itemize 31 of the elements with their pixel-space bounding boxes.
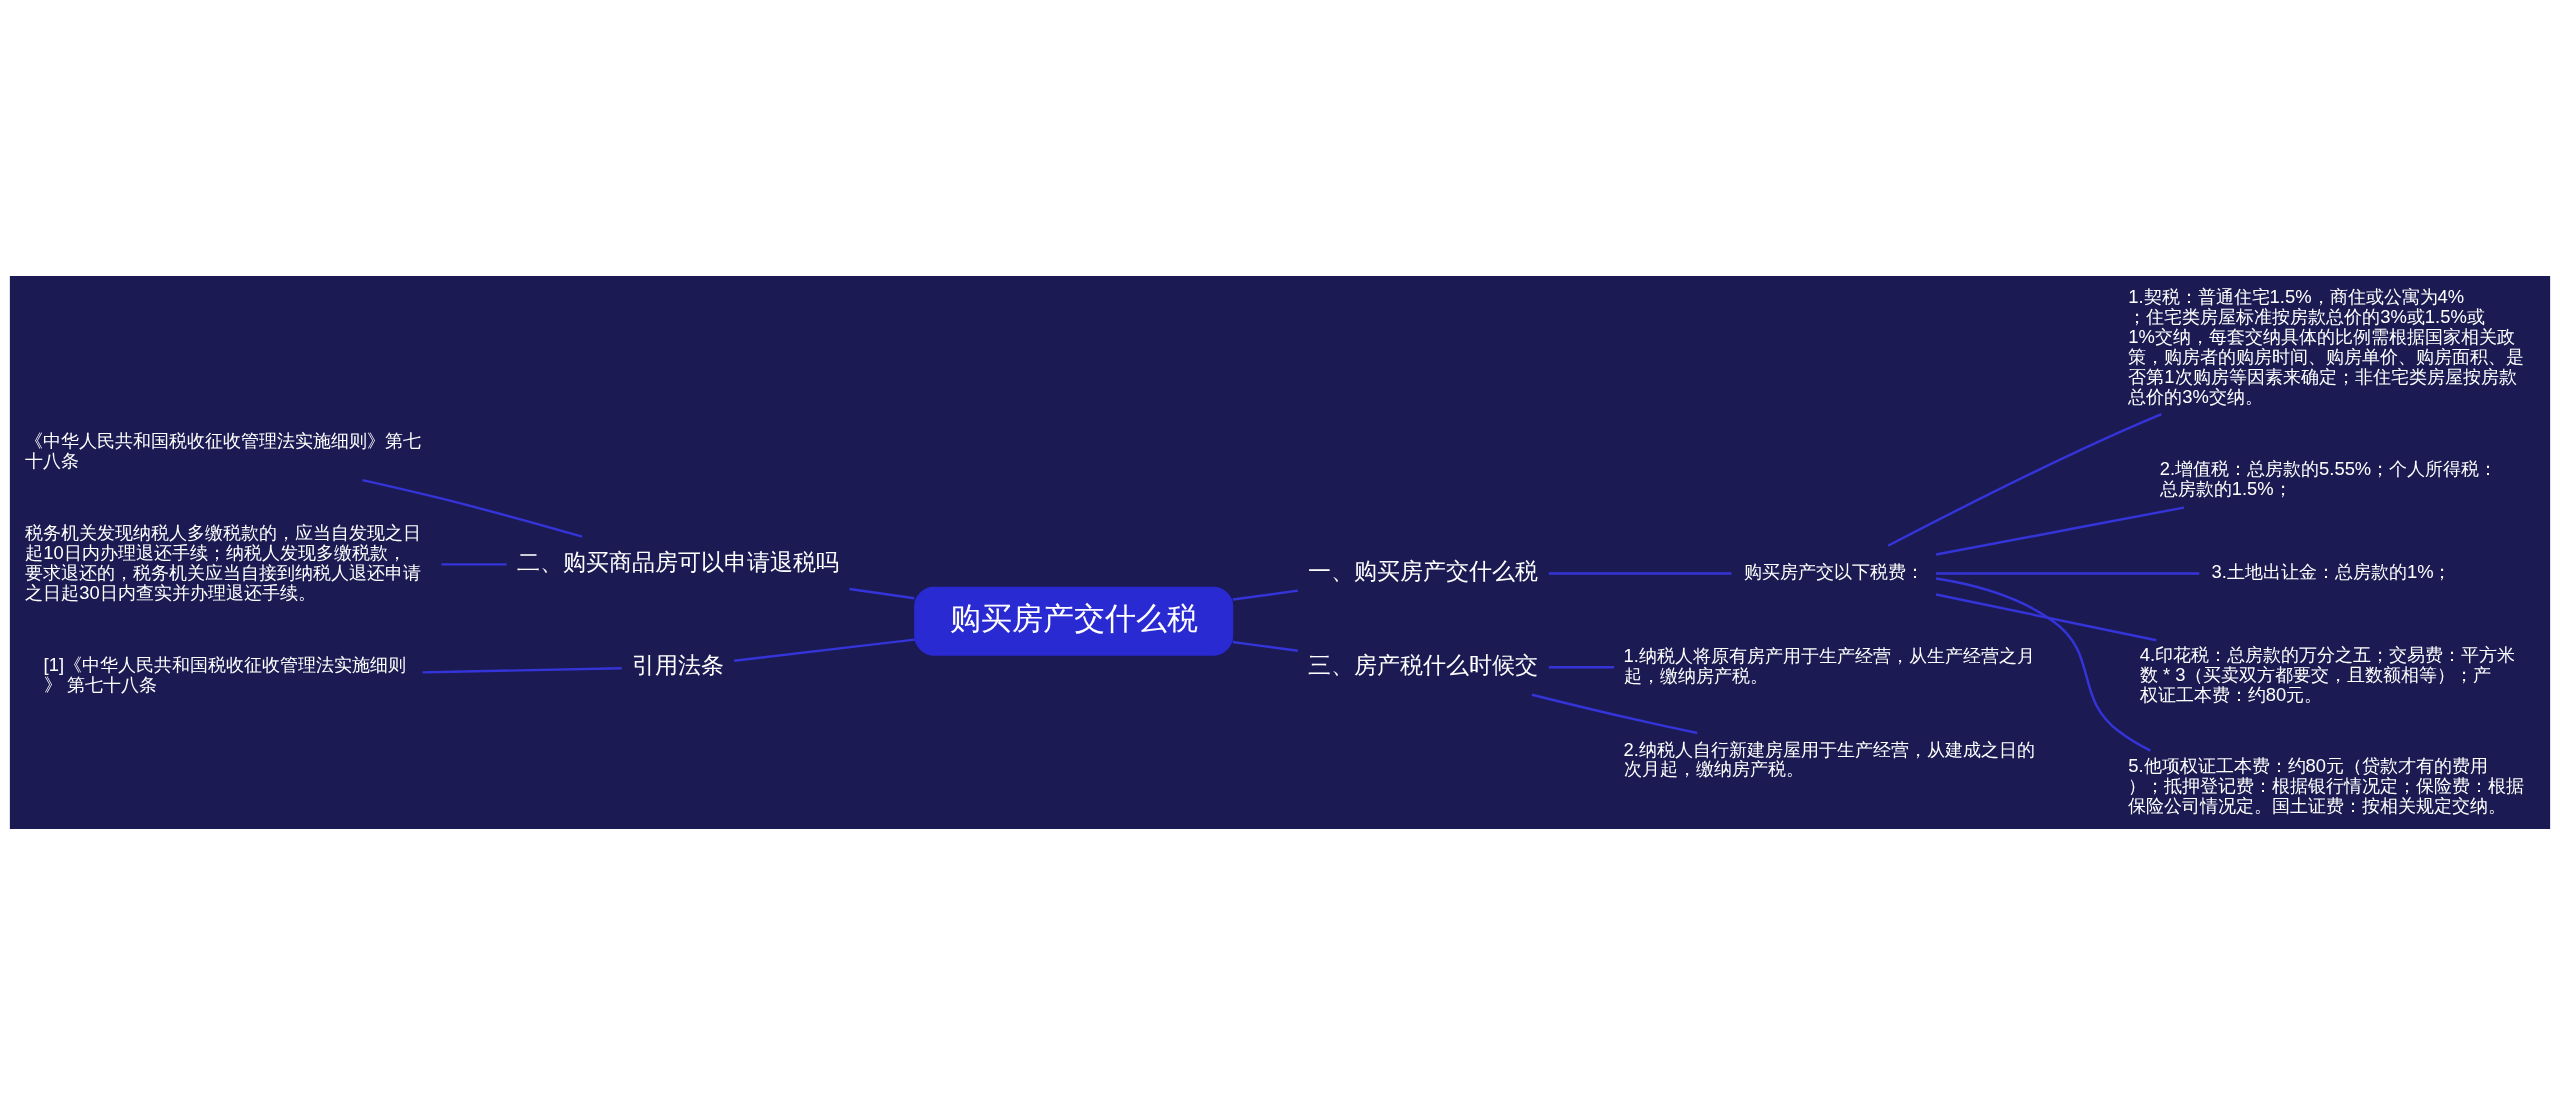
node-text: 二、购买商品房可以申请退税吗 xyxy=(516,548,839,575)
node-text: 《中华人民共和国税收征收管理法实施细则》第七十八条 xyxy=(25,430,422,472)
connector xyxy=(849,587,915,600)
connector xyxy=(733,638,915,662)
connector xyxy=(1531,693,1698,735)
node-text: 3.土地出让金：总房款的1%； xyxy=(2211,561,2452,583)
connector xyxy=(1548,665,1615,669)
node-text: 2.增值税：总房款的5.55%；个人所得税：总房款的1.5%； xyxy=(2159,457,2498,499)
node-text: 一、购买房产交什么税 xyxy=(1308,557,1539,584)
node-box: 购买房产交什么税 xyxy=(914,586,1234,656)
connector xyxy=(1887,413,2162,547)
connector xyxy=(1936,572,2200,575)
connector xyxy=(1935,506,2185,556)
node-text: 4.印花税：总房款的万分之五；交易费：平方米数 * 3（买卖双方都要交，且数额相等）；产权证工本费：约80元。 xyxy=(2139,644,2516,706)
connector xyxy=(1548,572,1732,575)
node-text: 引用法条 xyxy=(631,651,724,678)
node-text: 三、房产税什么时候交 xyxy=(1308,651,1539,678)
node-text: [1]《中华人民共和国税收征收管理法实施细则》 第七十八条 xyxy=(43,654,407,696)
node-text: 购买房产交以下税费： xyxy=(1743,561,1924,583)
connector xyxy=(1232,640,1299,652)
node-text: 税务机关发现纳税人多缴税款的，应当自发现之日起10日内办理退还手续；纳税人发现多缴税款，要求退还的，税务机关应当自接到纳税人退还申请之日起30日内查实并办理退还手续。 xyxy=(25,522,422,604)
connector xyxy=(1935,577,2151,752)
connector xyxy=(362,478,583,538)
node-text: 2.纳税人自行新建房屋用于生产经营，从建成之日的次月起，缴纳房产税。 xyxy=(1623,738,2035,780)
connector xyxy=(441,563,507,566)
connector xyxy=(422,667,622,674)
connector xyxy=(1232,589,1299,601)
node-text: 1.纳税人将原有房产用于生产经营，从生产经营之月起，缴纳房产税。 xyxy=(1623,644,2035,686)
node-text: 1.契税：普通住宅1.5%，商住或公寓为4%；住宅类房屋标准按房款总价的3%或1.5%或1%交纳，每套交纳具体的比例需根据国家相关政策，购房者的购房时间、购房单价、购房面积、是否第1次购房等因素来确定；非住宅类房屋按房款总价的3%交纳。 xyxy=(2128,286,2525,407)
node-text: 5.他项权证工本费：约80元（贷款才有的费用）；抵押登记费：根据银行情况定；保险费：根据保险公司情况定。国土证费：按相关规定交纳。 xyxy=(2128,754,2525,816)
connector xyxy=(1935,593,2157,642)
